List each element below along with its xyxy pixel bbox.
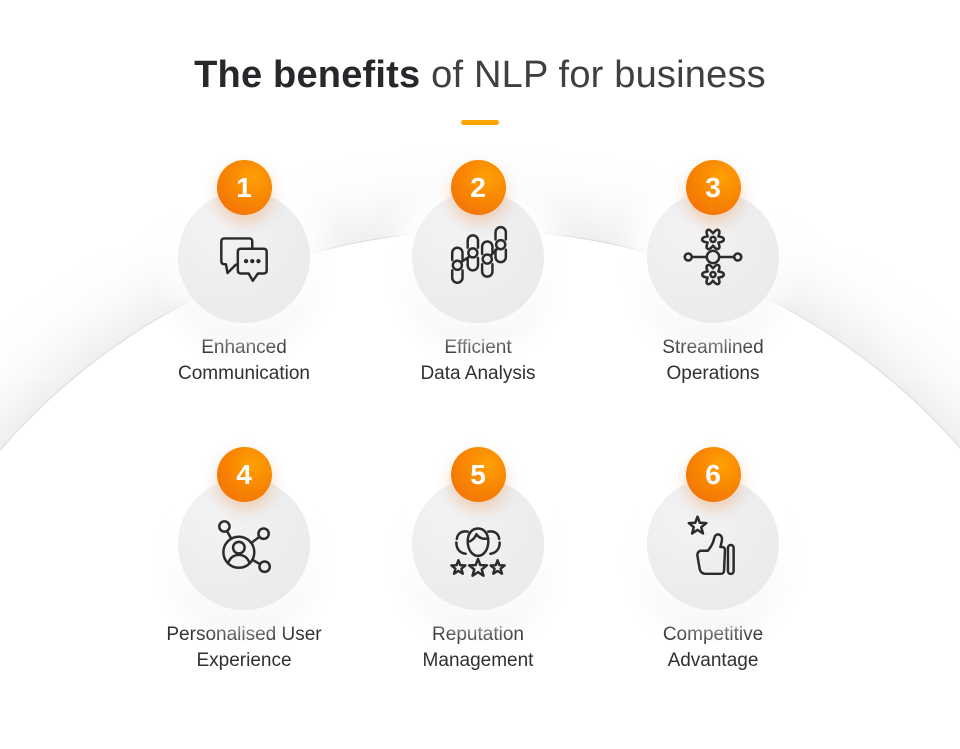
label-line-2: Data Analysis [420,363,536,384]
gears-network-icon [683,228,743,286]
number-badge: 1 [216,160,272,215]
thumbs-up-star-icon [687,515,735,576]
label-line-2: Operations [666,363,760,384]
number-badge: 6 [685,447,741,502]
label-line-1: Competitive [662,624,764,645]
label-line-1: Reputation [432,624,524,645]
title-underline [461,120,499,125]
badge-number: 4 [236,458,252,490]
page-title: The benefits of NLP for business [0,52,960,98]
label-line-2: Experience [196,650,292,671]
label-line-1: Streamlined [662,337,764,358]
label-line-2: Management [422,650,534,671]
number-badge: 4 [216,447,272,502]
number-badge: 2 [450,160,506,215]
label-line-1: Enhanced [201,337,287,358]
benefit-label: Competitive Advantage [663,622,763,674]
chat-bubbles-icon [220,237,268,282]
benefit-card-4: 4 Personalised User Experience [134,447,354,674]
benefit-card-6: 6 Competitive Advantage [603,447,823,674]
label-line-2: Communication [178,363,310,384]
benefit-label: Personalised User Experience [166,622,321,674]
page-title-bold: The benefits [194,54,421,96]
label-line-1: Personalised User [166,624,322,645]
label-line-1: Efficient [444,337,512,358]
benefit-label: Streamlined Operations [662,335,763,387]
data-analysis-icon [450,225,508,284]
benefit-label: Enhanced Communication [178,335,310,387]
benefit-card-1: 1 Enhanced Communication [134,160,354,387]
badge-number: 5 [470,458,486,490]
badge-number: 3 [705,171,721,203]
badge-number: 1 [236,171,252,203]
badge-number: 6 [705,458,721,490]
benefit-card-5: 5 Reputation Management [368,447,588,674]
reputation-stars-icon [445,527,511,577]
benefit-label: Reputation Management [423,622,534,674]
page-title-rest: of NLP for business [420,54,766,96]
number-badge: 5 [450,447,506,502]
badge-number: 2 [470,171,486,203]
benefit-label: Efficient Data Analysis [420,335,535,387]
label-line-2: Advantage [667,650,759,671]
number-badge: 3 [685,160,741,215]
user-network-icon [218,520,272,574]
benefit-card-3: 3 Streamlined Operations [603,160,823,387]
benefit-card-2: 2 Efficient Data Analysis [368,160,588,387]
